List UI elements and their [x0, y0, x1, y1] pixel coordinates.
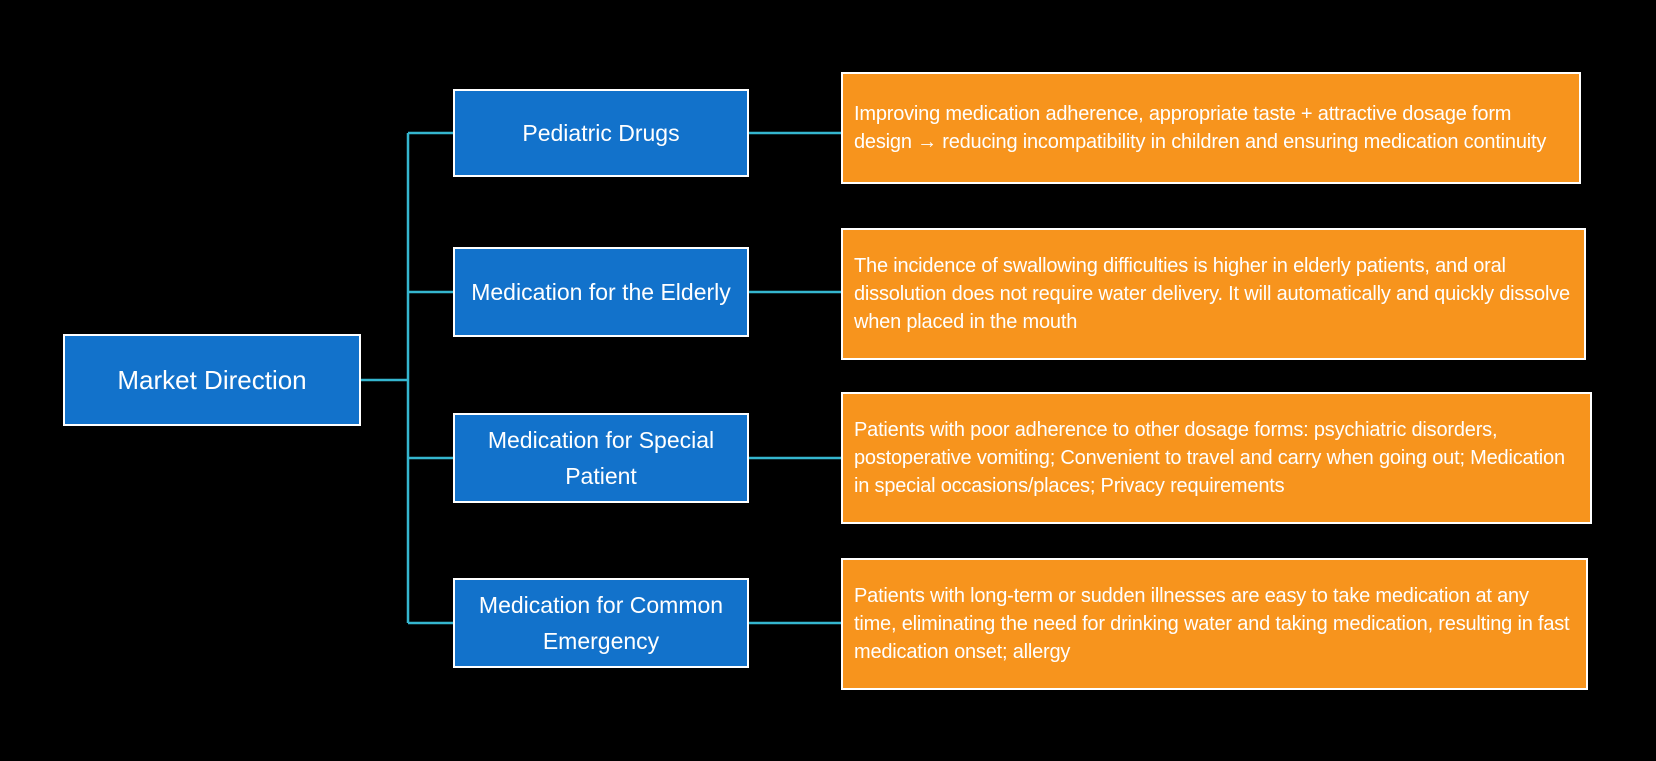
detail-box-medication-common-emergency: Patients with long-term or sudden illnes…: [841, 558, 1588, 690]
root-node-label: Market Direction: [117, 365, 307, 395]
detail-text: Patients with poor adherence to other do…: [854, 419, 1565, 497]
branch-node-label: Medication for Common Emergency: [478, 592, 724, 654]
branch-node-label: Pediatric Drugs: [522, 120, 680, 146]
detail-text: Patients with long-term or sudden illnes…: [854, 585, 1570, 663]
branch-node-medication-common-emergency: Medication for Common Emergency: [453, 578, 749, 668]
detail-text: Improving medication adherence, appropri…: [854, 103, 1547, 153]
detail-text: The incidence of swallowing difficulties…: [854, 255, 1570, 333]
detail-box-medication-elderly: The incidence of swallowing difficulties…: [841, 228, 1586, 360]
detail-box-pediatric-drugs: Improving medication adherence, appropri…: [841, 72, 1581, 184]
branch-node-medication-elderly: Medication for the Elderly: [453, 247, 749, 337]
root-node-market-direction: Market Direction: [63, 334, 361, 426]
detail-box-medication-special-patient: Patients with poor adherence to other do…: [841, 392, 1592, 524]
branch-node-label: Medication for Special Patient: [487, 427, 715, 489]
branch-node-pediatric-drugs: Pediatric Drugs: [453, 89, 749, 177]
branch-node-label: Medication for the Elderly: [471, 279, 731, 305]
branch-node-medication-special-patient: Medication for Special Patient: [453, 413, 749, 503]
